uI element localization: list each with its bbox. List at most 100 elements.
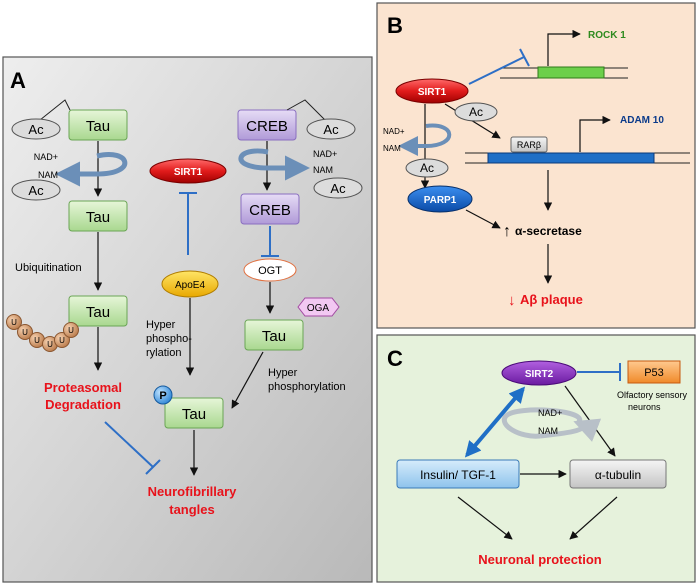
tau-p-label: Tau	[182, 406, 206, 423]
ac-oval-b1	[454, 102, 498, 122]
creb-mid-box	[240, 193, 300, 225]
ubiquitin-bead	[17, 324, 33, 340]
apoe4-oval	[161, 270, 219, 298]
ubiquitin-letter: U	[11, 318, 17, 327]
panel-a: A Tau Ac NAD+ NAM Ac Tau Ubiquitination …	[2, 56, 373, 583]
inhibit-line-proteasomal	[104, 421, 154, 468]
rock1-label: ROCK 1	[588, 30, 626, 41]
ac-label-3: Ac	[323, 122, 339, 137]
panel-c-letter: C	[387, 346, 403, 371]
parp1-oval	[407, 185, 473, 213]
ubiquitination-label: Ubiquitination	[15, 262, 82, 274]
nam-label-a1: NAM	[38, 170, 58, 180]
insulin-to-protection-arrow	[457, 496, 513, 540]
sirt1-label-b: SIRT1	[418, 87, 447, 98]
rock1-tss-arrow	[547, 29, 581, 66]
parp1-label: PARP1	[424, 195, 457, 206]
insulin-label: Insulin/ TGF-1	[420, 468, 496, 482]
tau-mid-box	[68, 200, 128, 232]
hyper-phospho-2-line-1: Hyper	[268, 367, 298, 379]
ac-label-b1: Ac	[469, 105, 483, 119]
ubiquitin-chain: U U U U U U	[6, 314, 79, 352]
olfactory-line-2: neurons	[628, 402, 661, 412]
up-arrow-symbol: ↑	[503, 223, 511, 240]
panel-c: C SIRT2 P53 Olfactory sensory neurons NA…	[376, 334, 696, 583]
ubiquitin-letter: U	[68, 326, 74, 335]
ubiquitin-bead	[54, 332, 70, 348]
ac-link-3	[286, 99, 326, 121]
sirt1-oval-b	[395, 78, 469, 104]
ogt-oval	[243, 258, 297, 282]
tau-oga-arrow	[231, 351, 264, 409]
ogt-label: OGT	[258, 265, 282, 277]
hyper-phospho-line-1: Hyper	[146, 319, 176, 331]
nad-plus-label-b: NAD+	[383, 127, 405, 136]
p53-box	[627, 360, 681, 384]
sirt2-label: SIRT2	[525, 369, 554, 380]
tubulin-to-protection-arrow	[569, 496, 618, 540]
sirt1-label-a: SIRT1	[174, 167, 203, 178]
tau-p-box	[164, 397, 224, 429]
down-arrow-symbol: ↓	[508, 292, 516, 309]
creb-top-box	[237, 109, 297, 141]
ubiquitin-letter: U	[47, 340, 53, 349]
panel-b: B ROCK 1 SIRT1 Ac NAD+ NAM Ac RARβ ADAM …	[376, 2, 696, 329]
ubiquitin-bead	[6, 314, 22, 330]
ac-oval-3	[306, 118, 356, 140]
adam10-gene	[487, 152, 655, 164]
tau-top-box	[68, 109, 128, 141]
tau-ub-box	[68, 295, 128, 327]
nad-cycle-c-bottom	[539, 418, 602, 442]
oga-label: OGA	[307, 303, 330, 314]
ubiquitin-bead	[63, 322, 79, 338]
neuronal-protection-label: Neuronal protection	[478, 552, 602, 567]
insulin-box	[396, 459, 520, 489]
creb-top-label: CREB	[246, 118, 288, 135]
rarb-box	[510, 136, 548, 153]
nam-label-a2: NAM	[313, 165, 333, 175]
ac-label-4: Ac	[330, 181, 346, 196]
oga-hexagon	[297, 297, 340, 317]
panel-a-letter: A	[10, 68, 26, 93]
creb-mid-label: CREB	[249, 202, 291, 219]
sirt2-insulin-bidirectional-arrow	[464, 386, 526, 458]
ubiquitin-letter: U	[22, 328, 28, 337]
hyper-phospho-2-line-2: phosphorylation	[268, 381, 346, 393]
panel-b-letter: B	[387, 13, 403, 38]
tau-ub-label: Tau	[86, 304, 110, 321]
ubiquitin-letter: U	[34, 336, 40, 345]
ubiquitin-letter: U	[59, 336, 65, 345]
p53-label: P53	[644, 367, 664, 379]
panel-a-background	[2, 56, 373, 583]
ac-oval-b2	[405, 158, 449, 178]
nft-line-2: tangles	[169, 502, 215, 517]
phosphate-label: P	[159, 390, 166, 402]
sirt2-oval	[501, 360, 577, 386]
ac-label-1: Ac	[28, 122, 44, 137]
nad-plus-label-a1: NAD+	[34, 152, 58, 162]
nft-line-1: Neurofibrillary	[148, 484, 238, 499]
ac-oval-4	[313, 177, 363, 199]
parp1-to-secretase-arrow	[465, 209, 501, 229]
abeta-label: Aβ plaque	[520, 292, 583, 307]
inhibit-bar-proteasomal	[145, 459, 161, 475]
nad-plus-label-a2: NAD+	[313, 149, 337, 159]
nam-label-b: NAM	[383, 144, 401, 153]
phosphate-badge	[153, 385, 173, 405]
nad-cycle-arrow-a1	[55, 152, 128, 187]
nad-cycle-arrow-a2	[238, 148, 310, 181]
inhibit-bar-rock1	[519, 48, 530, 67]
alpha-secretase-label: α-secretase	[515, 224, 582, 238]
ac-label-b2: Ac	[420, 161, 434, 175]
nad-cycle-arrow-b	[398, 123, 452, 156]
rarb-label: RARβ	[517, 140, 541, 150]
apoe4-label: ApoE4	[175, 280, 205, 291]
tau-mid-label: Tau	[86, 209, 110, 226]
hyper-phospho-line-3: rylation	[146, 347, 181, 359]
tau-top-label: Tau	[86, 118, 110, 135]
ac-link-1	[39, 99, 71, 121]
nad-cycle-c-top	[501, 407, 583, 439]
ac-oval-1	[11, 118, 61, 140]
olfactory-line-1: Olfactory sensory	[617, 390, 688, 400]
ac-oval-2	[11, 179, 61, 201]
